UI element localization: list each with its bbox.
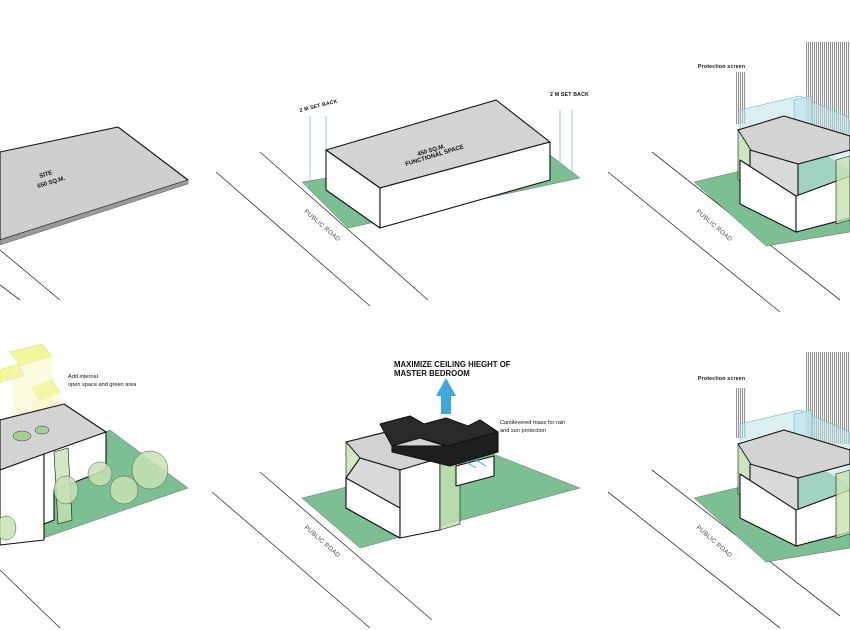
road-line [211, 491, 371, 629]
road-line [215, 171, 371, 307]
panel-master-bedroom: MAXIMIZE CEILING HIEGHT OF MASTER BEDROO… [211, 360, 581, 629]
tree [0, 515, 17, 541]
panel-protection-screen-final: Protection screen PUBLIC ROAD [607, 352, 850, 629]
protection-screen-label: Protection screen [698, 64, 745, 70]
ceiling-height-arrow [436, 378, 456, 414]
road-line [0, 249, 61, 301]
site-name-label: SITE [39, 170, 54, 180]
master-bedroom-mass-top [379, 415, 499, 447]
tree [53, 475, 79, 505]
road-line [0, 284, 21, 301]
maximize-line1: MAXIMIZE CEILING HIEGHT OF [394, 360, 511, 369]
panel-site: SITE 650 SQ.M. [0, 126, 189, 301]
panel-functional-space: 2 M SET BACK 2 M SET BACK 450 SQ.M. FUNC… [215, 92, 589, 307]
internal-space-line2: open space and green area [68, 382, 137, 388]
setback-left-label: 2 M SET BACK [299, 99, 338, 114]
sun-patch [31, 379, 61, 401]
public-road-label: PUBLIC ROAD [303, 524, 342, 559]
master-bedroom-mass-side [391, 431, 499, 467]
tree [131, 450, 169, 490]
tree [109, 475, 139, 505]
site-plot-edge [0, 179, 189, 246]
maximize-line2: MASTER BEDROOM [394, 369, 470, 378]
green-glass-right [835, 155, 850, 225]
sun-patch [9, 343, 53, 367]
panel-protection-screen: Protection screen PUBLIC ROAD [607, 42, 850, 313]
courtyard-tree [12, 430, 32, 442]
cantilever-line2: and sun protection [500, 428, 546, 434]
tree [87, 461, 113, 487]
cantilever-line1: Cantilevered mass for rain [500, 420, 565, 426]
panel-internal-open-space: Add internal open space and green area [0, 343, 189, 629]
protection-screen-label: Protection screen [698, 376, 745, 382]
road-line [259, 151, 429, 301]
functional-mass-front [379, 141, 551, 229]
protection-screen-small [736, 388, 746, 438]
shade-arrow [465, 461, 477, 469]
public-road-label: PUBLIC ROAD [695, 524, 734, 559]
protection-screen-small [736, 72, 746, 124]
site-plot [0, 126, 189, 241]
sun-patch [0, 363, 25, 383]
courtyard-tree [34, 425, 50, 435]
shade-arrow [475, 459, 487, 467]
road-line [607, 171, 781, 313]
road-line [0, 569, 61, 629]
internal-space-line1: Add internal [68, 374, 98, 380]
mass-front-right [399, 457, 441, 539]
public-road-label: PUBLIC ROAD [695, 208, 734, 243]
road-line [607, 491, 781, 629]
road-line [259, 471, 433, 621]
cantilever-base [455, 455, 495, 487]
setback-right-label: 2 M SET BACK [550, 92, 589, 98]
green-glass-right [835, 469, 850, 539]
